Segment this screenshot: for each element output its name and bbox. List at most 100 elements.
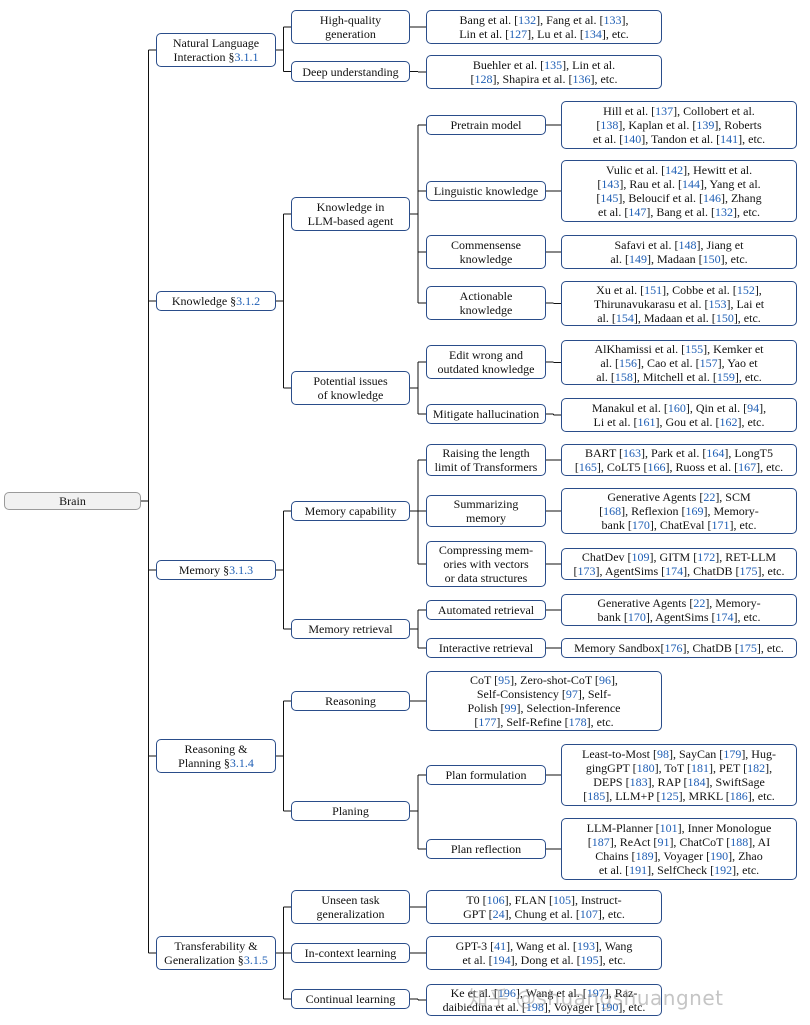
node-text-line: Thirunavukarasu et al. [153], Lai et	[593, 296, 765, 311]
node-plan: Planing	[291, 801, 410, 821]
node-text-line: [185], LLM+P [125], MRKL [186], etc.	[583, 789, 775, 803]
node-text-line: Ke et al. [196], Wang et al. [197], Raz-	[450, 986, 638, 1000]
node-text-line: Continual learning	[305, 992, 396, 1006]
node-lk: Linguistic knowledge	[426, 181, 546, 201]
node-text-line: Summarizing	[453, 497, 519, 511]
node-text-line: High-quality	[319, 13, 382, 27]
node-text-line: Commensense	[451, 238, 521, 252]
node-text-line: [187], ReAct [91], ChatCoT [188], AI	[587, 835, 771, 849]
node-text-line: Planing	[332, 804, 369, 818]
node-text-line: Safavi et al. [148], Jiang et	[614, 238, 744, 252]
node-cl-r: Ke et al. [196], Wang et al. [197], Raz-…	[426, 984, 662, 1016]
node-text-line: LLM-based agent	[307, 214, 394, 228]
node-text-line: Natural Language	[172, 36, 260, 50]
node-text-line: Unseen task	[321, 893, 380, 907]
node-ak-r: Xu et al. [151], Cobbe et al. [152],Thir…	[561, 281, 797, 326]
node-reas: Reasoning	[291, 691, 410, 711]
node-text-line: [143], Rau et al. [144], Yang et al.	[597, 177, 761, 191]
node-text-line: et al. [191], SelfCheck [192], etc.	[598, 863, 760, 877]
node-text-line: bank [170], AgentSims [174], etc.	[597, 610, 761, 624]
node-text-line: [165], CoLT5 [166], Ruoss et al. [167], …	[574, 460, 784, 474]
node-text-line: Raising the length	[442, 446, 530, 460]
node-text-line: Mitigate hallucination	[432, 407, 540, 421]
node-text-line: Reasoning &	[184, 742, 248, 756]
node-text-line: Lin et al. [127], Lu et al. [134], etc.	[459, 27, 629, 41]
node-text-line: BART [163], Park et al. [164], LongT5	[584, 446, 774, 460]
node-text-line: et al. [147], Bang et al. [132], etc.	[598, 205, 760, 219]
node-text-line: [168], Reflexion [169], Memory-	[599, 504, 759, 518]
node-text-line: ories with vectors	[443, 557, 529, 571]
node-mh: Mitigate hallucination	[426, 404, 546, 424]
node-text-line: Plan formulation	[445, 768, 527, 782]
node-text-line: CoT [95], Zero-shot-CoT [96],	[470, 673, 618, 687]
node-mh-r: Manakul et al. [160], Qin et al. [94],Li…	[561, 398, 797, 432]
node-text-line: Pretrain model	[450, 118, 522, 132]
node-text-line: generalization	[316, 907, 385, 921]
node-text-line: [173], AgentSims [174], ChatDB [175], et…	[573, 564, 785, 578]
node-text-line: daibiedina et al. [198], Voyager [190], …	[442, 1000, 646, 1014]
node-text-line: Memory retrieval	[308, 622, 393, 636]
node-brain: Brain	[4, 492, 141, 510]
node-text-line: memory	[466, 511, 506, 525]
node-text-line: Li et al. [161], Gou et al. [162], etc.	[593, 415, 765, 429]
node-text-line: AlKhamissi et al. [155], Kemker et	[594, 341, 764, 356]
node-know: Knowledge §3.1.2	[156, 291, 276, 311]
node-text-line: Hill et al. [137], Collobert et al.	[603, 104, 755, 118]
node-rp: Reasoning &Planning §3.1.4	[156, 739, 276, 773]
node-text-line: bank [170], ChatEval [171], etc.	[601, 518, 757, 532]
node-text-line: Actionable	[459, 289, 513, 303]
node-text-line: Buehler et al. [135], Lin et al.	[472, 58, 616, 72]
node-pm-r: Hill et al. [137], Collobert et al.[138]…	[561, 101, 797, 149]
node-text-line: Knowledge in	[316, 200, 385, 214]
node-text-line: generation	[325, 27, 376, 41]
node-text-line: knowledge	[459, 252, 513, 266]
node-text-line: Brain	[59, 494, 86, 508]
node-pm: Pretrain model	[426, 115, 546, 135]
node-text-line: or data structures	[444, 571, 528, 585]
node-text-line: ChatDev [109], GITM [172], RET-LLM	[581, 550, 777, 564]
node-reas-r: CoT [95], Zero-shot-CoT [96],Self-Consis…	[426, 671, 662, 731]
node-text-line: Memory Sandbox[176], ChatDB [175], etc.	[574, 641, 784, 655]
watermark: 知乎 @shuangshuangnet	[468, 986, 724, 1010]
node-text-line: Potential issues	[313, 374, 388, 388]
node-text-line: [138], Kaplan et al. [139], Roberts	[596, 118, 762, 132]
node-text-line: Self-Consistency [97], Self-	[476, 687, 612, 701]
node-pf-r: Least-to-Most [98], SayCan [179], Hug-gi…	[561, 744, 797, 806]
node-hq-r: Bang et al. [132], Fang et al. [133],Lin…	[426, 10, 662, 44]
node-text-line: LLM-Planner [101], Inner Monologue	[586, 821, 772, 835]
node-text-line: Reasoning	[325, 694, 376, 708]
node-text-line: Memory §3.1.3	[178, 563, 254, 577]
node-text-line: Edit wrong and	[449, 348, 523, 362]
node-ir: Interactive retrieval	[426, 638, 546, 658]
node-text-line: [128], Shapira et al. [136], etc.	[470, 72, 618, 86]
node-text-line: GPT [24], Chung et al. [107], etc.	[463, 907, 625, 921]
node-text-line: Deep understanding	[302, 64, 399, 79]
node-text-line: Transferability &	[174, 939, 258, 953]
node-tg: Transferability &Generalization §3.1.5	[156, 936, 276, 970]
node-text-line: Compressing mem-	[438, 543, 534, 557]
node-text-line: Chains [189], Voyager [190], Zhao	[595, 849, 763, 863]
node-lk-r: Vulic et al. [142], Hewitt et al.[143], …	[561, 160, 797, 222]
node-text-line: Automated retrieval	[437, 603, 535, 617]
node-text-line: al. [158], Mitchell et al. [159], etc.	[596, 369, 762, 384]
node-ew-r: AlKhamissi et al. [155], Kemker et al. [1…	[561, 340, 797, 385]
node-ar: Automated retrieval	[426, 600, 546, 620]
node-text-line: GPT-3 [41], Wang et al. [193], Wang	[455, 939, 633, 953]
node-rl-r: BART [163], Park et al. [164], LongT5[16…	[561, 444, 797, 476]
node-text-line: Generative Agents [22], SCM	[607, 490, 751, 504]
node-text-line: DEPS [183], RAP [184], SwiftSage	[593, 775, 765, 789]
node-ir-r: Memory Sandbox[176], ChatDB [175], etc.	[561, 638, 797, 658]
node-text-line: Vulic et al. [142], Hewitt et al.	[605, 163, 753, 177]
node-text-line: knowledge	[459, 303, 513, 317]
node-mr: Memory retrieval	[291, 619, 410, 639]
node-text-line: al. [154], Madaan et al. [150], etc.	[597, 310, 761, 325]
node-cm-r: ChatDev [109], GITM [172], RET-LLM[173],…	[561, 548, 797, 580]
